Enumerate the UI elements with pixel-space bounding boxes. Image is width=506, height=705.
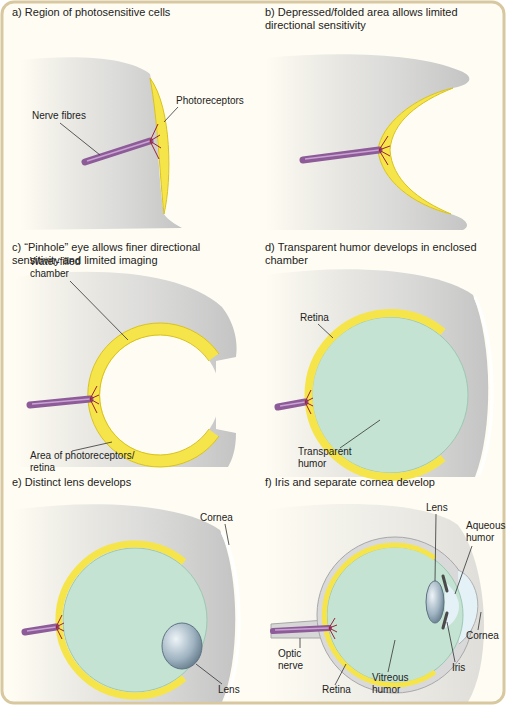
nerve-highlight bbox=[87, 141, 150, 161]
tissue bbox=[265, 54, 469, 230]
leader-line bbox=[435, 514, 436, 581]
part-label: Nerve fibres bbox=[32, 110, 102, 122]
leader-line bbox=[447, 622, 455, 662]
nerve-highlight bbox=[275, 628, 329, 630]
lens bbox=[162, 623, 202, 669]
photoreceptor-layer bbox=[378, 88, 453, 214]
nerve-fan bbox=[329, 618, 337, 639]
part-label: Vitreous humor bbox=[372, 672, 420, 696]
leader-line bbox=[335, 664, 346, 685]
leader-line bbox=[300, 638, 301, 648]
panel-e-art bbox=[12, 504, 239, 702]
nerve-bundle bbox=[30, 399, 90, 405]
sclera bbox=[317, 537, 473, 693]
panel: d) Transparent humor develops in enclose… bbox=[265, 241, 497, 267]
leader-line bbox=[455, 546, 472, 594]
panel-b-art bbox=[265, 54, 469, 230]
leader-line bbox=[478, 612, 481, 630]
nerve-highlight bbox=[280, 402, 305, 406]
panel-heading: f) Iris and separate cornea develop bbox=[265, 476, 497, 489]
retina-outline bbox=[88, 323, 219, 467]
nerve-bundle bbox=[278, 402, 305, 407]
panel-f-art bbox=[265, 504, 484, 702]
retina-ring bbox=[59, 544, 184, 696]
part-label: Cornea bbox=[200, 512, 245, 524]
panel-heading: e) Distinct lens develops bbox=[12, 476, 244, 489]
nerve-highlight bbox=[305, 150, 379, 159]
leader-line bbox=[70, 281, 128, 340]
leader-line bbox=[60, 123, 100, 155]
leader-line bbox=[340, 420, 380, 448]
panel: e) Distinct lens develops bbox=[12, 476, 244, 489]
tissue bbox=[265, 504, 484, 702]
nerve-fan bbox=[90, 386, 99, 413]
panel-a-art bbox=[20, 57, 182, 230]
iris bbox=[443, 576, 447, 591]
panel-heading: d) Transparent humor develops in enclose… bbox=[265, 241, 497, 267]
nerve-bundle bbox=[85, 141, 150, 162]
part-label: Water-filled chamber bbox=[30, 256, 94, 280]
retina-ring bbox=[324, 545, 435, 685]
panel: a) Region of photosensitive cells bbox=[12, 6, 244, 19]
nerve-fan bbox=[150, 124, 161, 159]
nerve-bundle bbox=[303, 150, 379, 160]
part-label: Lens bbox=[426, 502, 456, 514]
nerve-fan bbox=[379, 136, 390, 165]
leader-line bbox=[72, 442, 112, 451]
tissue bbox=[20, 57, 182, 230]
leader-line bbox=[164, 107, 178, 122]
vitreous-humor bbox=[327, 547, 463, 683]
nerve-highlight bbox=[32, 399, 90, 404]
leader-line bbox=[196, 664, 222, 684]
part-label: Aqueous humor bbox=[466, 520, 506, 544]
part-label: Area of photoreceptors/ retina bbox=[30, 450, 155, 474]
nerve-highlight bbox=[27, 627, 56, 631]
outer-skin bbox=[475, 297, 492, 475]
water-chamber bbox=[100, 335, 220, 455]
part-label: Cornea bbox=[466, 630, 504, 642]
panel: f) Iris and separate cornea develop bbox=[265, 476, 497, 489]
leader-lines bbox=[60, 107, 481, 685]
part-label: Photoreceptors bbox=[176, 95, 256, 107]
panel-c-art bbox=[15, 272, 237, 467]
leader-line bbox=[318, 324, 333, 338]
nerve-fan bbox=[305, 390, 313, 414]
part-label: Transparent humor bbox=[298, 446, 362, 470]
tissue bbox=[15, 272, 237, 467]
tissue bbox=[12, 504, 235, 702]
part-label: Retina bbox=[300, 312, 350, 324]
retina-outline bbox=[100, 335, 209, 455]
part-label: Iris bbox=[452, 662, 482, 674]
panel-heading: b) Depressed/folded area allows limited … bbox=[265, 6, 497, 32]
part-label: Retina bbox=[322, 684, 362, 696]
lens bbox=[426, 581, 444, 623]
panel: b) Depressed/folded area allows limited … bbox=[265, 6, 497, 32]
panel-d-art bbox=[265, 269, 492, 477]
part-label: Lens bbox=[218, 684, 248, 696]
optic-nerve-fibres bbox=[273, 628, 329, 631]
retina-ring bbox=[94, 329, 214, 461]
iris bbox=[443, 613, 447, 628]
panel-heading: a) Region of photosensitive cells bbox=[12, 6, 244, 19]
photoreceptor-layer bbox=[150, 78, 169, 214]
tissue bbox=[265, 269, 488, 477]
transparent-humor bbox=[63, 548, 207, 692]
part-label: Optic nerve bbox=[278, 648, 318, 672]
leader-line bbox=[388, 640, 395, 672]
nerve-bundle bbox=[25, 627, 56, 632]
leader-line bbox=[225, 524, 229, 545]
nerve-fan bbox=[56, 615, 64, 639]
cornea bbox=[222, 532, 239, 700]
